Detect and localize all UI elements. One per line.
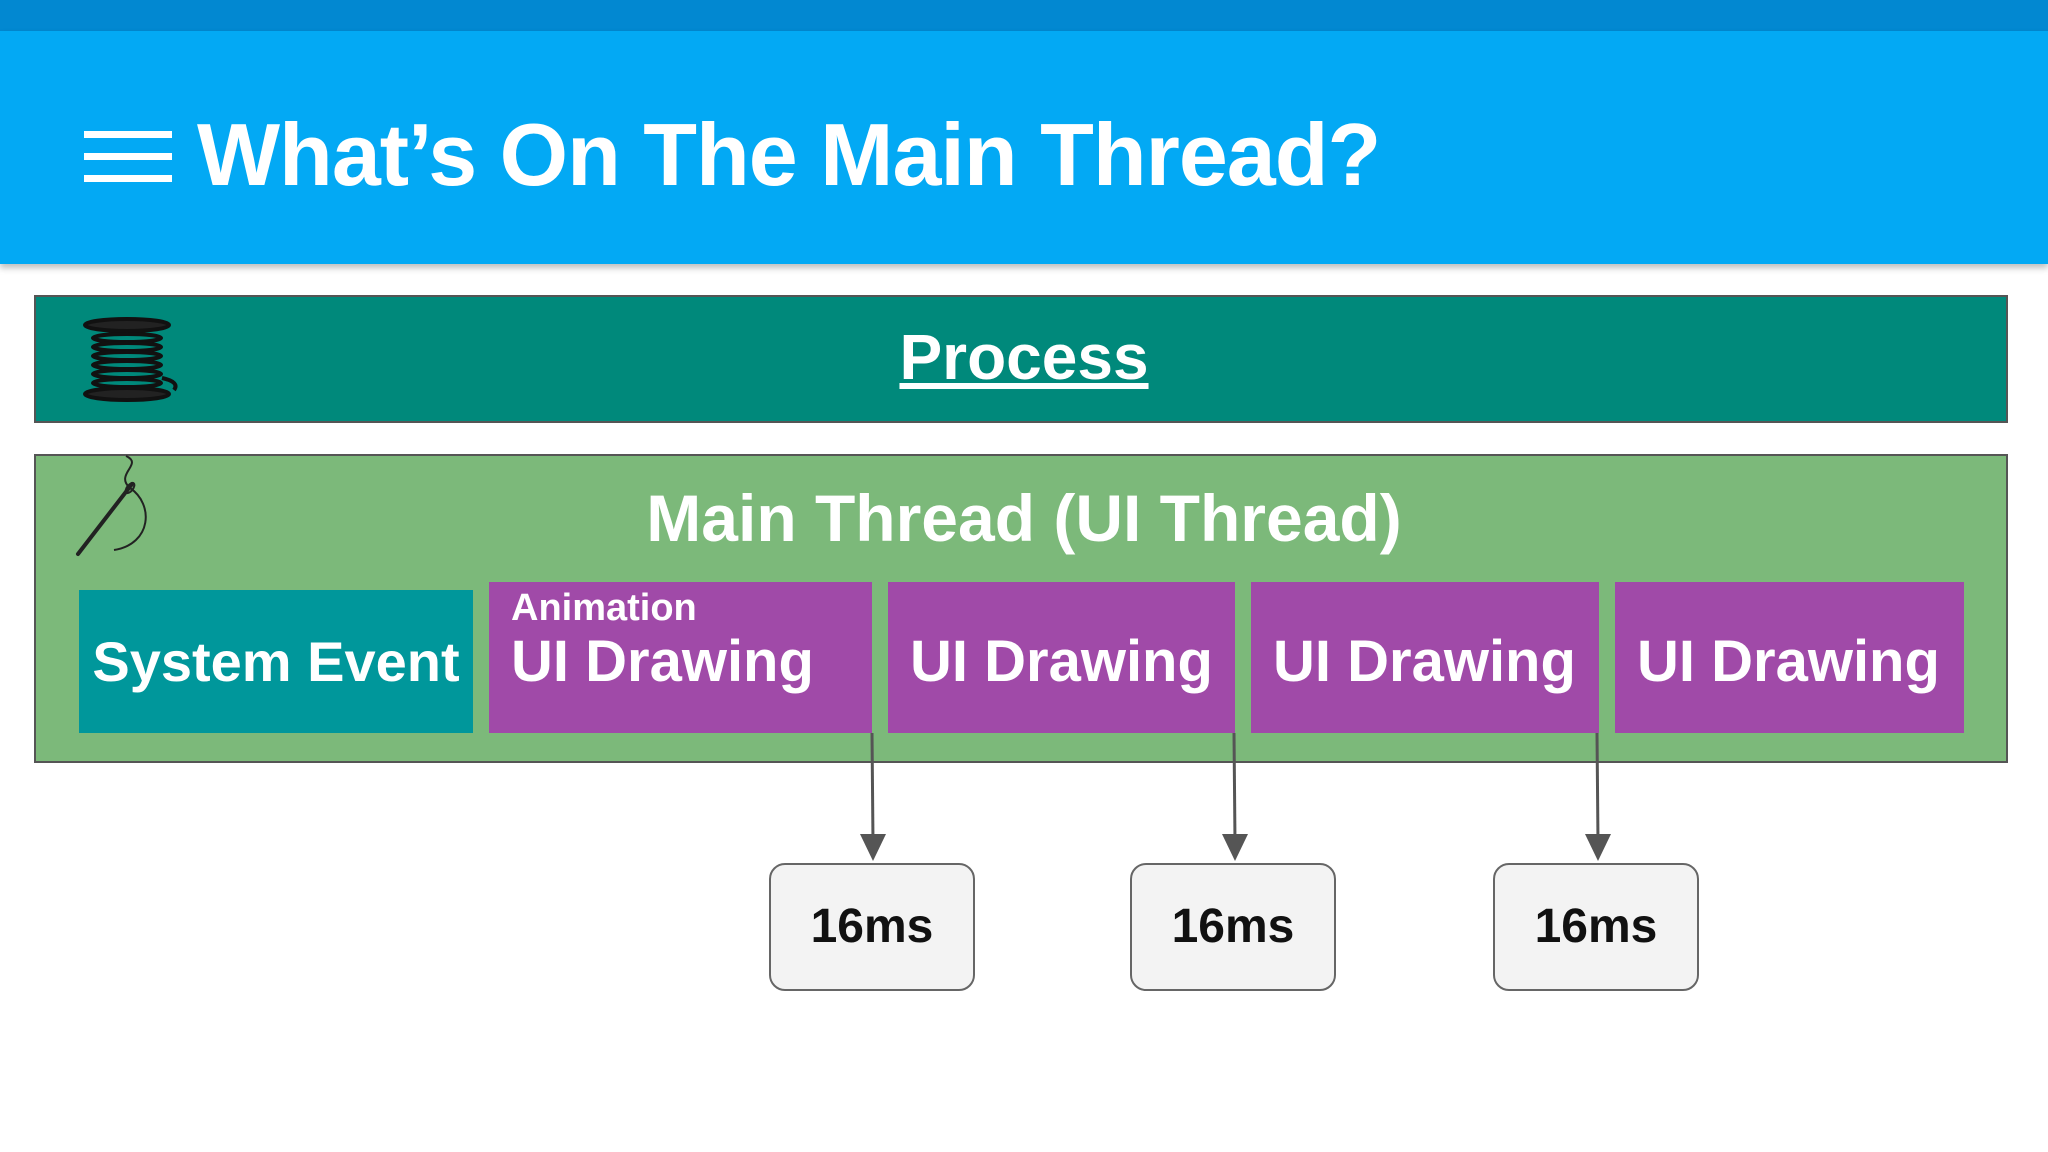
frame-budget-box-2: 16ms <box>1130 863 1336 991</box>
header-bar <box>0 31 2048 264</box>
ui-drawing-block-3: UI Drawing <box>1251 582 1599 733</box>
thread-spool-icon <box>83 317 178 402</box>
frame-gap <box>1235 582 1251 632</box>
ui-drawing-label: UI Drawing <box>1637 629 1940 694</box>
hamburger-menu-icon[interactable] <box>84 131 172 183</box>
needle-thread-icon <box>76 455 147 556</box>
frame-gap <box>1599 582 1615 632</box>
top-strip <box>0 0 2048 31</box>
animation-label: Animation <box>511 587 697 629</box>
ui-drawing-block-2: UI Drawing <box>888 582 1235 733</box>
arrow-2-head <box>1222 834 1248 861</box>
frame-budget-box-1: 16ms <box>769 863 975 991</box>
arrow-3-head <box>1585 834 1611 861</box>
ui-drawing-label: UI Drawing <box>511 629 814 694</box>
ui-drawing-block-1: Animation UI Drawing <box>489 582 872 733</box>
frame-gap <box>872 582 888 632</box>
arrow-1-head <box>860 834 886 861</box>
ui-drawing-block-4: UI Drawing <box>1615 582 1964 733</box>
ui-drawing-label: UI Drawing <box>1273 629 1576 694</box>
process-bar <box>34 295 2008 423</box>
system-event-block: System Event <box>79 590 473 733</box>
main-thread-label: Main Thread (UI Thread) <box>646 481 1402 555</box>
frame-budget-box-3: 16ms <box>1493 863 1699 991</box>
ui-drawing-label: UI Drawing <box>910 629 1213 694</box>
slide-title: What’s On The Main Thread? <box>197 105 1381 204</box>
process-label: Process <box>899 321 1149 393</box>
